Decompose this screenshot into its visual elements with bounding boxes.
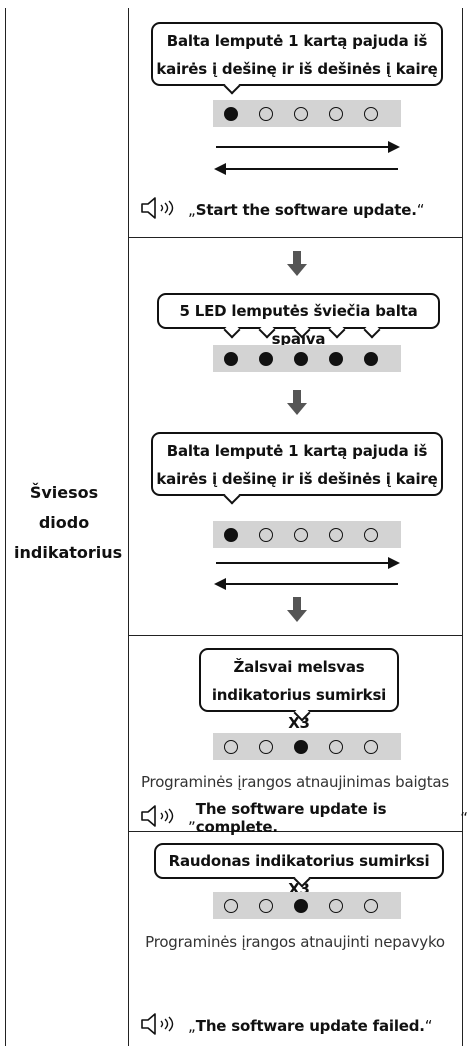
row-divider xyxy=(128,237,462,238)
down-arrow-icon xyxy=(287,251,307,277)
table-column-divider xyxy=(128,8,129,1046)
led-off-indicator xyxy=(329,528,343,542)
led-on-indicator xyxy=(224,107,238,121)
led-description-bubble: Balta lemputė 1 kartą pajuda iš kairės į… xyxy=(151,22,443,86)
status-text: Programinės įrangos atnaujinti nepavyko xyxy=(145,933,445,951)
row-divider xyxy=(128,831,462,832)
led-on-indicator xyxy=(224,352,238,366)
led-off-indicator xyxy=(364,899,378,913)
led-off-indicator xyxy=(294,528,308,542)
led-off-indicator xyxy=(224,740,238,754)
led-on-indicator xyxy=(294,740,308,754)
led-strip xyxy=(213,521,401,548)
voice-guide: „Start the software update.“ xyxy=(140,197,425,223)
led-off-indicator xyxy=(364,740,378,754)
row-label: Šviesos diodo indikatorius xyxy=(14,483,123,562)
led-off-indicator xyxy=(329,899,343,913)
led-off-indicator xyxy=(259,740,273,754)
speaker-icon xyxy=(140,1012,188,1040)
led-off-indicator xyxy=(224,899,238,913)
voice-guide-text: Start the software update. xyxy=(195,201,417,219)
down-arrow-icon xyxy=(287,390,307,416)
led-description-bubble: Balta lemputė 1 kartą pajuda iš kairės į… xyxy=(151,432,443,496)
led-off-indicator xyxy=(329,107,343,121)
led-strip xyxy=(213,733,401,760)
down-arrow-icon xyxy=(287,597,307,623)
table-left-border xyxy=(5,8,6,1046)
led-off-indicator xyxy=(259,528,273,542)
led-on-indicator xyxy=(294,352,308,366)
left-arrow-icon xyxy=(214,163,398,175)
voice-guide-text: The software update is complete. xyxy=(195,800,387,836)
table-right-border xyxy=(462,8,463,1046)
led-strip xyxy=(213,892,401,919)
led-description-bubble: Žalsvai melsvas indikatorius sumirksi X3 xyxy=(199,648,399,732)
led-off-indicator xyxy=(259,899,273,913)
led-on-indicator xyxy=(224,528,238,542)
led-off-indicator xyxy=(294,107,308,121)
voice-guide: „The software update failed.“ xyxy=(140,1013,433,1039)
voice-guide-text: The software update failed. xyxy=(195,1017,425,1035)
led-on-indicator xyxy=(294,899,308,913)
led-on-indicator xyxy=(364,352,378,366)
voice-guide: „The software update is complete.“ xyxy=(140,800,468,836)
speaker-icon xyxy=(140,804,188,832)
left-arrow-icon xyxy=(214,578,398,590)
led-strip xyxy=(213,100,401,127)
led-description-bubble: 5 LED lemputės šviečia balta spalva xyxy=(157,293,440,348)
speaker-icon xyxy=(140,196,188,224)
led-off-indicator xyxy=(364,107,378,121)
right-arrow-icon xyxy=(216,141,400,153)
status-text: Programinės įrangos atnaujinimas baigtas xyxy=(140,773,450,791)
right-arrow-icon xyxy=(216,557,400,569)
led-on-indicator xyxy=(259,352,273,366)
led-strip xyxy=(213,345,401,372)
row-divider xyxy=(128,635,462,636)
led-off-indicator xyxy=(259,107,273,121)
led-on-indicator xyxy=(329,352,343,366)
led-off-indicator xyxy=(364,528,378,542)
led-off-indicator xyxy=(329,740,343,754)
